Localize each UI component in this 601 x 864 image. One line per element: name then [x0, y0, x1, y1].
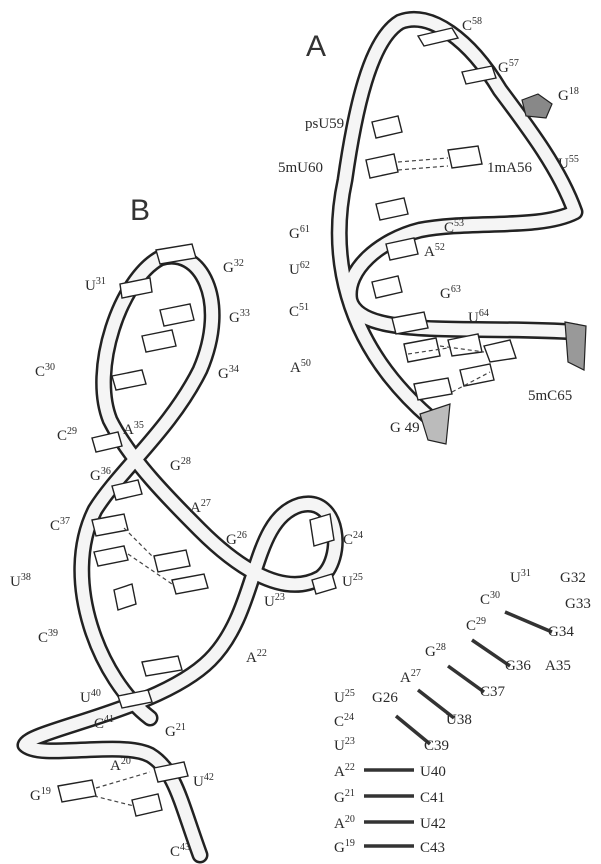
pair-line-0 — [505, 612, 552, 632]
b-label-c43: C43 — [170, 842, 190, 860]
a-label-u55: U55 — [558, 154, 579, 172]
sec-label-u25: U25 — [334, 688, 355, 706]
sec-label-a22: A22 — [334, 762, 355, 780]
a-label-c51: C51 — [289, 302, 309, 320]
sec-label-g28: G28 — [425, 642, 446, 660]
b-label-g21: G21 — [165, 722, 186, 740]
b-label-u38: U38 — [10, 572, 31, 590]
b-label-c30: C30 — [35, 362, 55, 380]
sec-label-u38: U38 — [446, 712, 472, 728]
sec-label-u23: U23 — [334, 736, 355, 754]
b-label-a27: A27 — [190, 498, 211, 516]
sec-label-a20: A20 — [334, 814, 355, 832]
panel-label-b: B — [130, 194, 150, 227]
sec-label-c41: C41 — [420, 790, 445, 806]
b-label-g26: G26 — [226, 530, 247, 548]
b-label-c29: C29 — [57, 426, 77, 444]
b-label-u25: U25 — [342, 572, 363, 590]
structure-a-bases — [366, 28, 552, 400]
a-label-g63: G63 — [440, 284, 461, 302]
sec-label-u40: U40 — [420, 764, 446, 780]
sec-label-c39: C39 — [424, 738, 449, 754]
b-label-c39: C39 — [38, 628, 58, 646]
sec-label-c29: C29 — [466, 616, 486, 634]
panel-label-a: A — [306, 30, 326, 63]
sec-label-a35: A35 — [545, 658, 571, 674]
sec-label-c30: C30 — [480, 590, 500, 608]
b-label-u31: U31 — [85, 276, 106, 294]
a-label-g57: G57 — [498, 58, 519, 76]
b-label-g19: G19 — [30, 786, 51, 804]
b-label-a20: A20 — [110, 756, 131, 774]
a-label-a50: A50 — [290, 358, 311, 376]
sec-label-g21: G21 — [334, 788, 355, 806]
sec-label-u42: U42 — [420, 816, 446, 832]
b-label-c24: C24 — [343, 530, 363, 548]
b-label-c37: C37 — [50, 516, 70, 534]
b-label-c41: C41 — [94, 714, 114, 732]
sec-label-g19: G19 — [334, 838, 355, 856]
b-label-a35: A35 — [123, 420, 144, 438]
sec-label-g36: G36 — [505, 658, 531, 674]
sec-label-c43: C43 — [420, 840, 445, 856]
b-label-g32: G32 — [223, 258, 244, 276]
a-label-5mu60: 5mU60 — [278, 160, 323, 176]
sec-label-g33: G33 — [565, 596, 591, 612]
a-label-g61: G61 — [289, 224, 310, 242]
a-label-5mc65: 5mC65 — [528, 388, 572, 404]
b-label-g33: G33 — [229, 308, 250, 326]
sec-label-g34: G34 — [548, 624, 574, 640]
b-label-u40: U40 — [80, 688, 101, 706]
sec-label-g26: G26 — [372, 690, 398, 706]
pair-line-2 — [448, 666, 484, 692]
sec-label-u31: U31 — [510, 568, 531, 586]
a-label-u62: U62 — [289, 260, 310, 278]
a-label-g18: G18 — [558, 86, 579, 104]
sec-label-c37: C37 — [480, 684, 506, 700]
sec-label-a27: A27 — [400, 668, 421, 686]
b-label-g34: G34 — [218, 364, 239, 382]
secondary-structure-pair-lines — [364, 612, 552, 846]
b-label-g28: G28 — [170, 456, 191, 474]
sec-label-c24: C24 — [334, 712, 354, 730]
b-label-u42: U42 — [193, 772, 214, 790]
a-label-a52: A52 — [424, 242, 445, 260]
a-label-g49: G 49 — [390, 420, 420, 436]
a-label-c58: C58 — [462, 16, 482, 34]
a-label-psu59: psU59 — [305, 116, 344, 132]
sec-label-g32: G32 — [560, 570, 586, 586]
b-label-a22: A22 — [246, 648, 267, 666]
a-label-1ma56: 1mA56 — [487, 160, 533, 176]
b-label-u23: U23 — [264, 592, 285, 610]
